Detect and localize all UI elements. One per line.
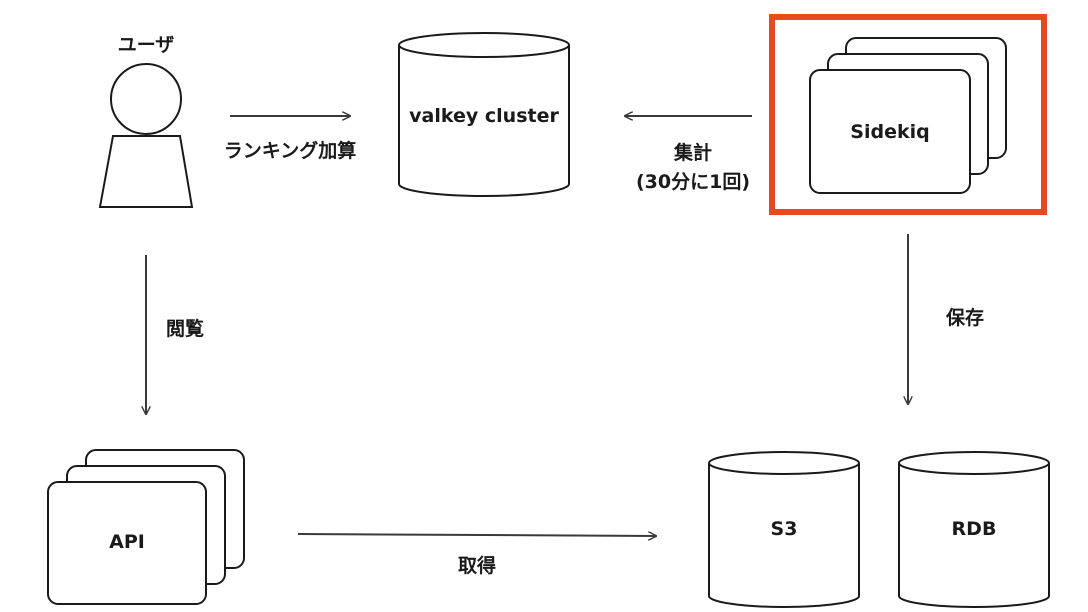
user-icon — [98, 63, 194, 208]
api-label: API — [109, 531, 145, 553]
edge-label-aggregate: 集計 — [673, 142, 712, 164]
edge-label-fetch: 取得 — [457, 555, 496, 577]
edge-label-save: 保存 — [946, 307, 985, 329]
edge-label-browse: 閲覧 — [166, 318, 205, 340]
valkey-cluster-cylinder — [398, 32, 570, 197]
rdb-cylinder — [898, 451, 1050, 608]
edge-label-aggregate-note: (30分に1回) — [635, 171, 751, 193]
highlight-box — [769, 14, 1047, 215]
sidekiq-stack — [809, 37, 1007, 194]
s3-label: S3 — [770, 518, 798, 540]
sidekiq-label: Sidekiq — [850, 121, 930, 143]
rdb-label: RDB — [951, 518, 997, 540]
user-label: ユーザ — [117, 34, 175, 56]
api-stack — [47, 449, 245, 605]
edge-label-ranking-add: ランキング加算 — [223, 140, 357, 162]
valkey-cluster-label: valkey cluster — [409, 105, 559, 127]
arrow-api-to-s3 — [297, 534, 656, 536]
s3-cylinder — [708, 451, 860, 608]
